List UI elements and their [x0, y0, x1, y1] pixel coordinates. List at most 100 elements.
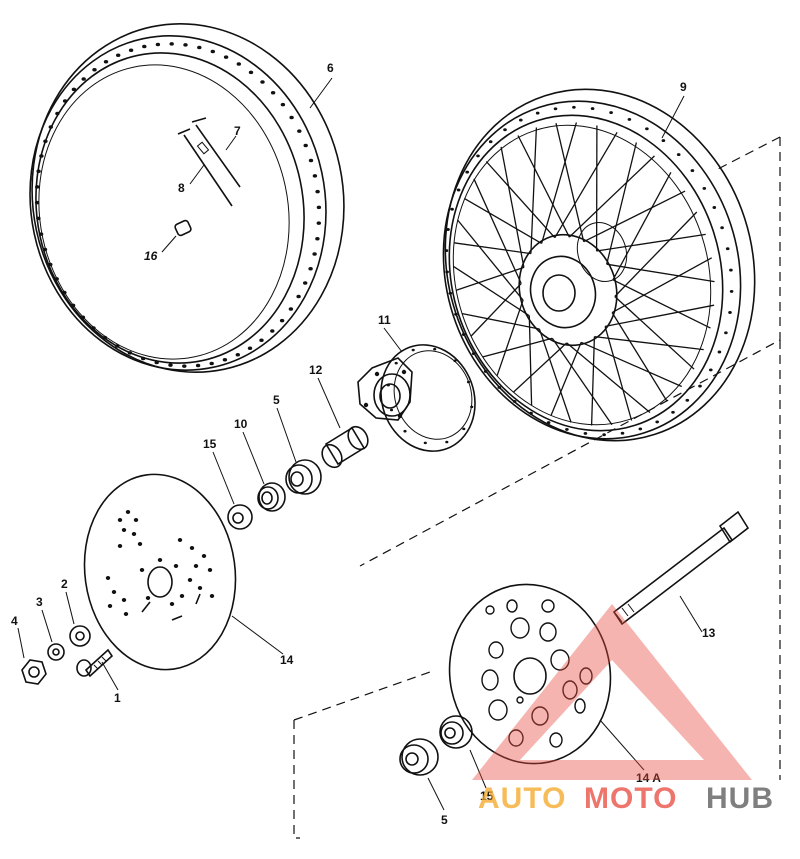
spoke	[551, 337, 613, 426]
disc-hole	[187, 578, 193, 582]
label-part-7: 7	[234, 124, 241, 138]
spoke-hole	[315, 236, 320, 241]
label-part-5-lower: 5	[441, 813, 448, 827]
spoke-hole	[446, 228, 450, 231]
spoke	[604, 326, 633, 421]
bearing-part-5-lower	[399, 738, 439, 776]
disc-hole	[508, 729, 524, 747]
disc-hole	[169, 602, 175, 606]
spoke	[612, 279, 711, 329]
spoke-hole	[394, 361, 398, 365]
disc-hole	[121, 528, 127, 532]
disc-hole	[488, 699, 508, 721]
disc-hole	[209, 594, 215, 598]
disc-hole	[193, 564, 199, 568]
spoke	[614, 211, 698, 297]
spoke-hole	[280, 102, 286, 107]
spoke	[482, 337, 553, 358]
disc-hole	[488, 641, 504, 659]
spoke	[453, 265, 530, 317]
hub-part-11	[357, 344, 476, 452]
spoke	[614, 296, 695, 370]
spoke-hole	[466, 380, 471, 384]
spoke-hole	[297, 129, 302, 133]
spoke-hole	[279, 318, 285, 323]
spoke-hole	[450, 207, 454, 211]
label-part-6: 6	[327, 61, 334, 75]
spoke-part-8	[177, 128, 233, 207]
spoke-hole	[720, 226, 724, 230]
spoke	[500, 146, 525, 268]
spoke-hole	[115, 344, 120, 348]
spoke-hole	[296, 294, 301, 299]
spoke-hole	[476, 154, 480, 158]
watermark-triangle-icon	[472, 604, 752, 780]
spoke-hole	[155, 42, 161, 47]
spoke-hole	[168, 363, 173, 367]
spoke-hole	[583, 431, 588, 435]
spoke-hole	[316, 221, 321, 225]
spoke-nipple-part-16	[174, 219, 192, 237]
disc-hole	[173, 564, 179, 568]
disc-hole	[201, 554, 207, 558]
label-part-13: 13	[702, 626, 716, 640]
spoke-hole	[182, 364, 187, 368]
spoke-hole	[453, 359, 457, 363]
spoke-hole	[308, 267, 313, 271]
spoke-hole	[248, 70, 254, 75]
label-part-14: 14	[280, 653, 294, 667]
spoke	[550, 342, 582, 416]
label-part-2: 2	[61, 577, 68, 591]
spoke-hole	[729, 289, 734, 293]
spoke-hole	[54, 277, 59, 281]
spoke-hole	[62, 290, 67, 295]
label-part-4: 4	[11, 614, 18, 628]
spoke-hole	[270, 329, 275, 333]
disc-hole	[550, 649, 570, 671]
spoked-wheel-part-9	[442, 88, 756, 442]
spoke	[612, 171, 672, 281]
spoke	[473, 178, 522, 284]
spoke-hole	[312, 252, 317, 256]
spoke-hole	[316, 205, 322, 210]
disc-hole	[125, 510, 131, 514]
spoke	[485, 161, 556, 239]
spoke-hole	[39, 154, 44, 158]
disc-hole	[131, 532, 137, 536]
spoke-hole	[620, 431, 625, 435]
spoke-hole	[702, 186, 707, 190]
spoke-hole	[698, 384, 702, 388]
spoke-hole	[247, 346, 253, 350]
spoke-hole	[315, 189, 320, 194]
spoke	[568, 155, 655, 238]
label-part-15-lower: 15	[480, 789, 494, 803]
spoke-hole	[456, 188, 461, 192]
spoke-hole	[259, 338, 264, 343]
spoke-hole	[289, 115, 294, 120]
spoke-hole	[142, 44, 147, 49]
disc-hole	[133, 518, 139, 522]
brake-disc-part-14	[83, 473, 237, 671]
spoke-hole	[209, 361, 214, 366]
label-part-11: 11	[378, 313, 391, 327]
spoke-hole	[512, 399, 517, 403]
spoke-hole	[303, 281, 308, 285]
spoke-hole	[35, 185, 40, 189]
spoke-hole	[655, 420, 659, 424]
spoke	[496, 299, 524, 376]
spoke-hole	[445, 270, 449, 274]
disc-hole	[179, 594, 185, 598]
disc-hole	[541, 599, 555, 613]
spoke-hole	[725, 247, 730, 251]
spoke-hole	[627, 117, 632, 121]
spoke-hole	[36, 169, 41, 174]
spoke-hole	[685, 398, 690, 402]
label-part-16: 16	[144, 249, 158, 263]
spoke-hole	[102, 335, 108, 340]
spoke-hole	[709, 368, 713, 372]
spoke-hole	[444, 249, 449, 253]
label-part-8: 8	[178, 181, 185, 195]
spoke-hole	[308, 158, 314, 163]
disc-hole	[105, 576, 111, 580]
spoke-hole	[712, 206, 717, 209]
